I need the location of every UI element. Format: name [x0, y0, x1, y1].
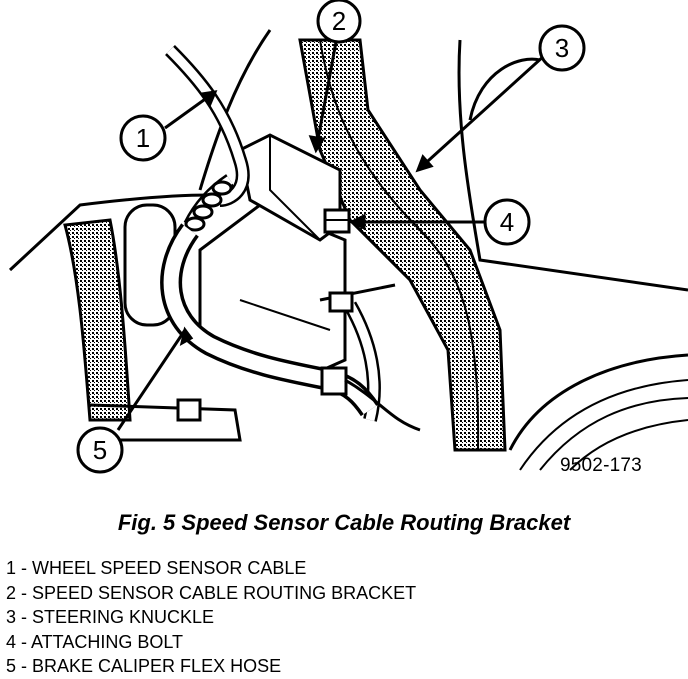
- brake-rotor: [508, 353, 688, 471]
- legend: 1 - WHEEL SPEED SENSOR CABLE 2 - SPEED S…: [6, 556, 416, 679]
- legend-item-2: 2 - SPEED SENSOR CABLE ROUTING BRACKET: [6, 582, 417, 603]
- callout-2-label: 2: [332, 6, 346, 36]
- brake-caliper-flex-hose: [160, 223, 421, 432]
- leader-lines: [116, 41, 547, 431]
- legend-item-5: 5 - BRAKE CALIPER FLEX HOSE: [6, 656, 282, 676]
- callout-1: 1: [119, 114, 167, 162]
- legend-item-1: 1 - WHEEL SPEED SENSOR CABLE: [6, 558, 307, 578]
- callout-5: 5: [76, 426, 124, 474]
- figure-caption: Fig. 5 Speed Sensor Cable Routing Bracke…: [117, 510, 571, 535]
- figure-id: 9502-173: [560, 455, 642, 476]
- line-drawing: 1 2 3 4 5: [8, 0, 688, 474]
- attaching-bolt: [323, 208, 351, 234]
- callout-4-label: 4: [500, 207, 514, 237]
- callout-5-label: 5: [93, 435, 107, 465]
- callout-2: 2: [316, 0, 362, 44]
- callout-3-label: 3: [555, 33, 569, 63]
- legend-item-3: 3 - STEERING KNUCKLE: [6, 607, 215, 627]
- callout-1-label: 1: [136, 123, 150, 153]
- callout-3: 3: [538, 24, 586, 72]
- callout-4: 4: [483, 198, 531, 246]
- legend-item-4: 4 - ATTACHING BOLT: [6, 631, 184, 652]
